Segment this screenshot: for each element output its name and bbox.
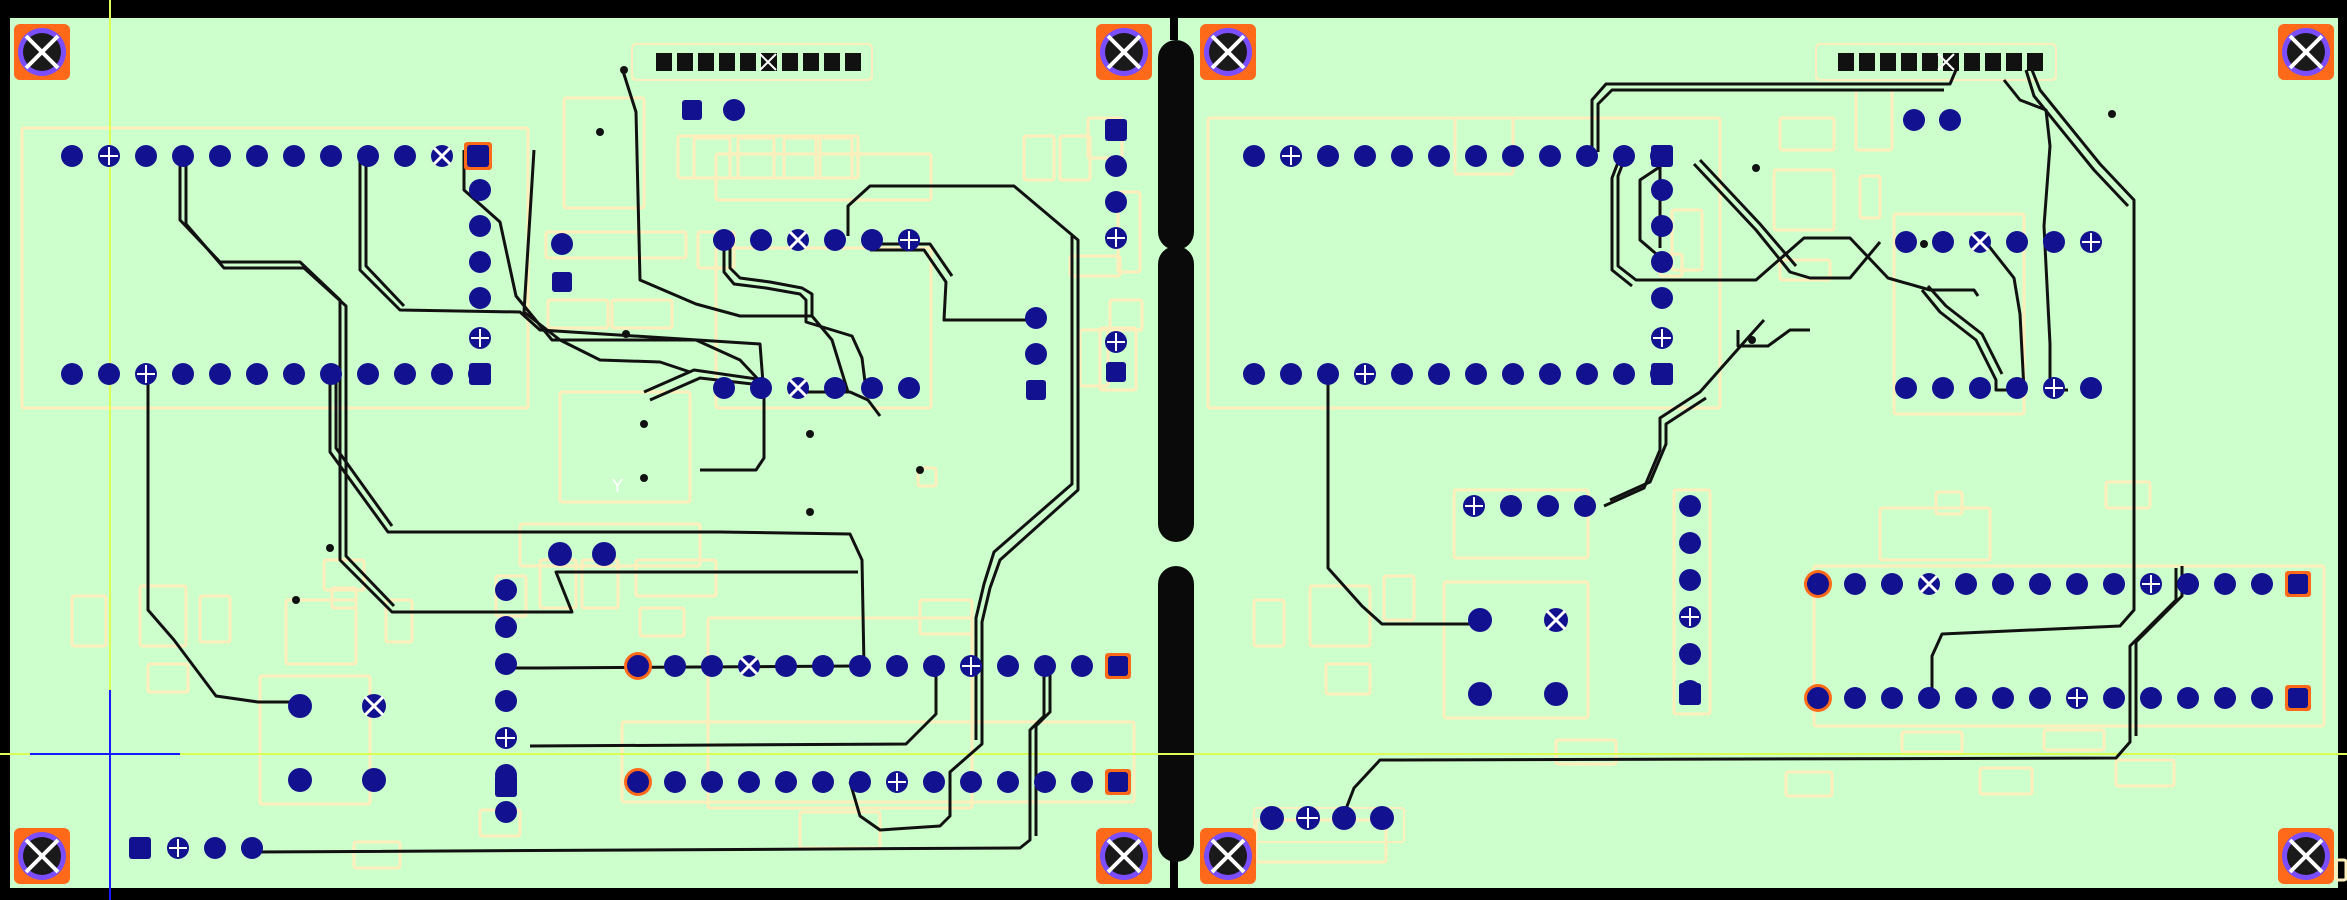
cursor-crosshair-icon [30,690,180,900]
board-separator-slots [1158,40,1194,862]
corner-br-right-icon [2278,828,2334,884]
component-pads [61,53,2311,859]
corner-tr-left-icon [1096,24,1152,80]
corner-tr-right-icon [2278,24,2334,80]
corner-tl-left-icon [14,24,70,80]
mounting-holes [14,24,2334,884]
corner-tl-right-icon [1200,24,1256,80]
corner-bl-left-icon [14,828,70,884]
corner-bl-right-icon [1200,828,1256,884]
left-board[interactable] [10,18,1170,888]
corner-br-left-icon [1096,828,1152,884]
copper-traces [146,67,2184,854]
silkscreen-letter: Y [611,476,624,497]
